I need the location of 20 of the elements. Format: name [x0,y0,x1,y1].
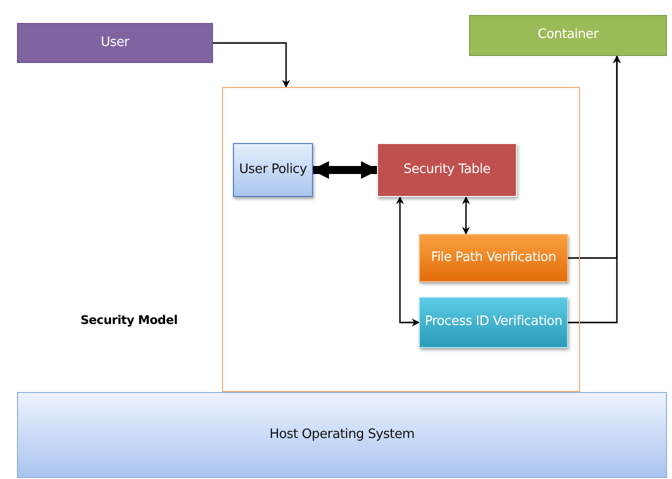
node-label: Container [538,27,598,44]
process-box [419,297,568,348]
arrow [568,55,621,324]
arrow [213,42,290,88]
process-box [233,143,313,197]
node-label: Host Operating System [269,426,415,444]
node-label: User Policy [239,162,307,178]
arrow [462,196,470,235]
node-label: Security Table [404,162,490,178]
node-label: File Path Verification [430,250,556,266]
process-box [419,234,568,282]
node-label: Process ID Verification [424,314,562,331]
actor-box [17,23,213,63]
double-arrow [311,161,379,179]
node-label: User [100,34,130,52]
container-box [469,15,667,56]
arrow [396,196,420,326]
group-label: Security Model [79,313,179,329]
system-band [17,392,667,478]
process-box [377,143,517,197]
